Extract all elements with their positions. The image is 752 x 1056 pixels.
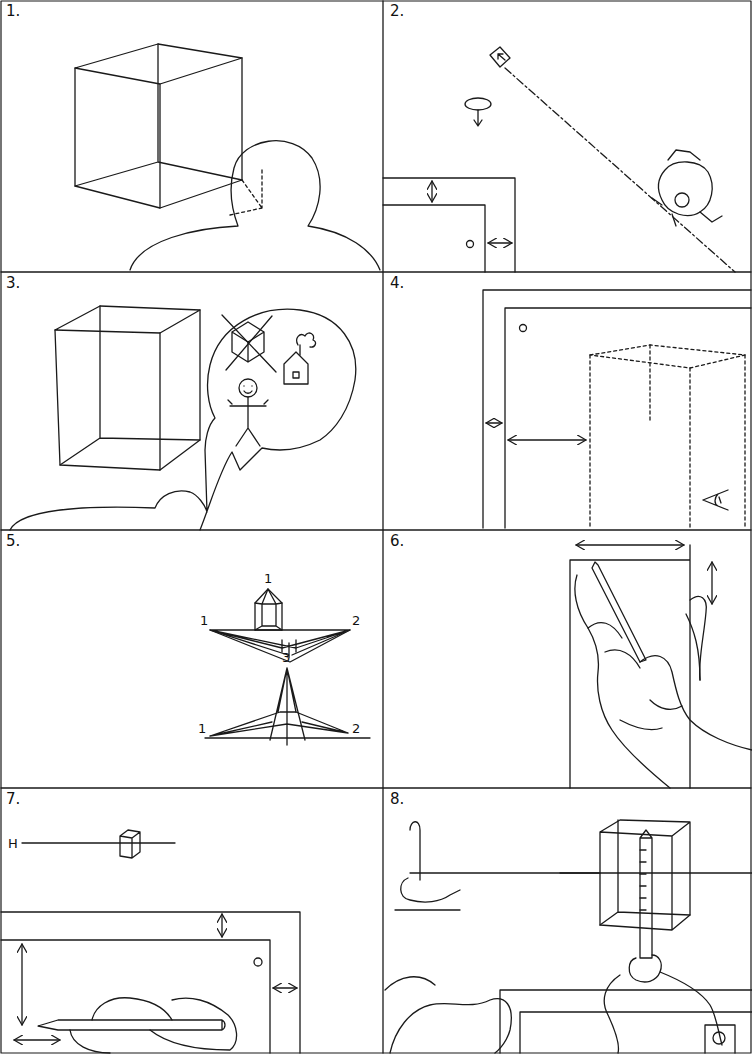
panel-number: 8. bbox=[390, 792, 404, 807]
vanishing-point-number: 1 bbox=[198, 722, 206, 735]
panel-number: 7. bbox=[6, 792, 20, 807]
panel-number: 2. bbox=[390, 4, 404, 19]
panel-number: 4. bbox=[390, 276, 404, 291]
panel-number: 3. bbox=[6, 276, 20, 291]
horizon-label: H bbox=[8, 837, 18, 850]
panel-number: 5. bbox=[6, 534, 20, 549]
vanishing-point-number: 2 bbox=[352, 722, 360, 735]
panel-number: 1. bbox=[6, 4, 20, 19]
panel-number: 6. bbox=[390, 534, 404, 549]
vanishing-point-number: 3 bbox=[282, 651, 290, 664]
vanishing-point-number: 1 bbox=[264, 572, 272, 585]
vanishing-point-number: 1 bbox=[200, 614, 208, 627]
vanishing-point-number: 2 bbox=[352, 614, 360, 627]
